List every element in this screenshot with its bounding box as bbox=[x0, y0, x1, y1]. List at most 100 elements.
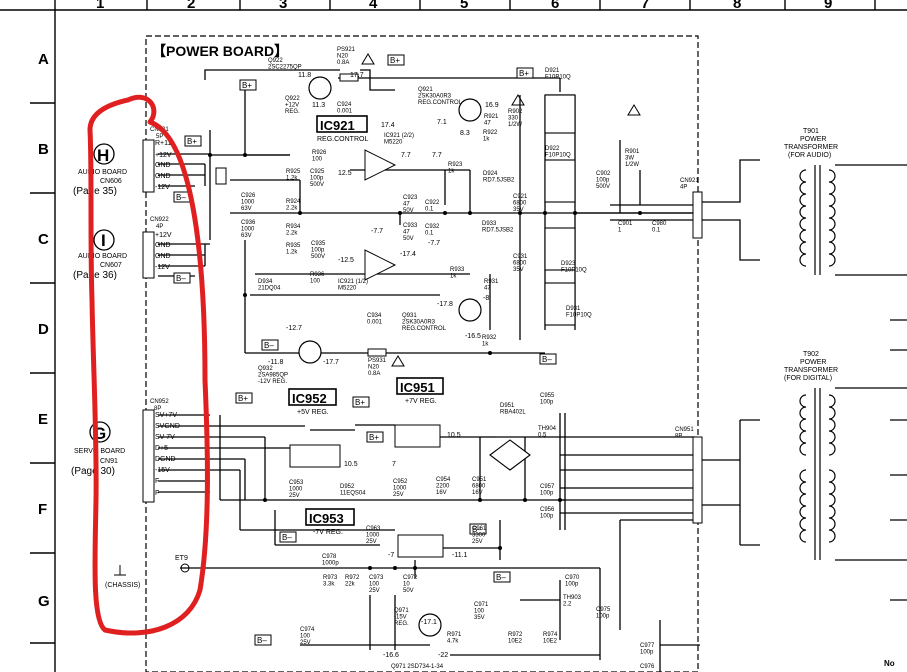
grid-col-2: 2 bbox=[187, 0, 195, 12]
connector-i-cn: CN922 bbox=[150, 217, 169, 223]
tag-bminus-7: B– bbox=[257, 636, 267, 645]
tag-bminus-1: B– bbox=[176, 193, 186, 202]
connector-h-badge bbox=[93, 143, 115, 165]
ic951-block: IC951 +7V REG. bbox=[394, 377, 444, 448]
warning-icon bbox=[627, 104, 641, 116]
connector-g-page: (Page 30) bbox=[71, 466, 115, 477]
ic921-block: IC921 REG.CONTROL IC921 (2/2)M5220 IC921… bbox=[316, 115, 414, 292]
tag-bplus-1: B+ bbox=[390, 56, 400, 65]
connector-i-pin-1: +12V bbox=[155, 232, 172, 239]
connector-h: H AUDIO BOARD CN606 (Page 35) CN921 5P R… bbox=[73, 127, 172, 197]
ic952-block: IC952 +5V REG. bbox=[288, 388, 341, 468]
q932-symbol bbox=[298, 340, 322, 364]
connector-h-board: AUDIO BOARD bbox=[78, 169, 127, 176]
voltage-reading: 16.9 bbox=[485, 102, 499, 109]
wiring bbox=[158, 69, 760, 672]
ic921-2-label: IC921 (2/2)M5220 bbox=[384, 133, 414, 146]
rail-tags: B+ B+ B+ B+ B– B– B– B– B+ B+ B+ B– B– B… bbox=[173, 54, 557, 646]
voltage-reading: -16.5 bbox=[465, 333, 481, 340]
junction-dots bbox=[208, 153, 642, 570]
voltage-reading: -12.5 bbox=[338, 257, 354, 264]
t901-secondary-coil bbox=[828, 169, 836, 267]
grid-row-f: F bbox=[38, 501, 47, 518]
corner-note: No bbox=[884, 659, 895, 668]
connector-i-board: AUDIO BOARD bbox=[78, 253, 127, 260]
connector-g-pin-5: DGND bbox=[155, 456, 176, 463]
tag-bplus-3: B+ bbox=[519, 69, 529, 78]
ic952-body bbox=[289, 444, 341, 468]
grid-col-4: 4 bbox=[369, 0, 378, 12]
ic921-1-label: IC921 (1/2)M5220 bbox=[338, 279, 368, 292]
red-annotation-loop bbox=[87, 95, 210, 636]
ic953-block: IC953 -7V REG. bbox=[305, 508, 444, 558]
q921-symbol bbox=[458, 98, 482, 122]
tag-bplus-2: B+ bbox=[242, 81, 252, 90]
board-outline bbox=[145, 35, 699, 672]
connector-h-body bbox=[142, 139, 155, 193]
warning-icon bbox=[391, 355, 405, 367]
cn921-right-body bbox=[692, 191, 703, 239]
connector-h-pin-2: +12V bbox=[155, 152, 172, 159]
tag-bplus-4: B+ bbox=[187, 137, 197, 146]
rectifier-diodes bbox=[489, 94, 576, 471]
connector-g-ref: CN91 bbox=[100, 458, 118, 465]
voltage-reading: -22 bbox=[438, 652, 448, 659]
q931-symbol bbox=[458, 298, 482, 322]
q971-part-label: Q971 2SD734-1-34 bbox=[391, 664, 444, 670]
voltage-reading: -8 bbox=[483, 295, 489, 302]
tag-bminus-3: B– bbox=[264, 341, 274, 350]
connector-i-badge bbox=[93, 229, 115, 251]
q971-symbol bbox=[418, 613, 442, 637]
voltage-reading: 12.5 bbox=[338, 170, 352, 177]
connector-i-letter: I bbox=[101, 231, 106, 250]
voltage-reading: 10.5 bbox=[344, 461, 358, 468]
connector-i-pins: 4P bbox=[156, 224, 163, 230]
voltage-reading: 11.8 bbox=[298, 72, 311, 79]
grid-col-8: 8 bbox=[733, 0, 741, 12]
connector-g-pin-4: D+5 bbox=[155, 445, 168, 452]
grid-row-e: E bbox=[38, 411, 48, 428]
ic952-desc: +5V REG. bbox=[297, 409, 329, 416]
voltage-reading: -17.8 bbox=[437, 301, 453, 308]
voltage-reading: -16.6 bbox=[383, 652, 399, 659]
connector-h-pins: 5P bbox=[156, 134, 163, 140]
t902-ref: T902 bbox=[803, 351, 819, 358]
et-terminal bbox=[180, 563, 190, 573]
connector-h-page: (Page 35) bbox=[73, 186, 117, 197]
ic921-label: IC921 bbox=[320, 118, 355, 133]
voltage-reading: 8.3 bbox=[460, 130, 470, 137]
voltage-reading: -17.7 bbox=[323, 359, 339, 366]
t901-ref: T901 bbox=[803, 128, 819, 135]
connector-g-pin-6: -15V bbox=[155, 467, 170, 474]
voltage-reading: 17.7 bbox=[350, 72, 364, 79]
tag-bminus-8: B– bbox=[472, 525, 482, 534]
